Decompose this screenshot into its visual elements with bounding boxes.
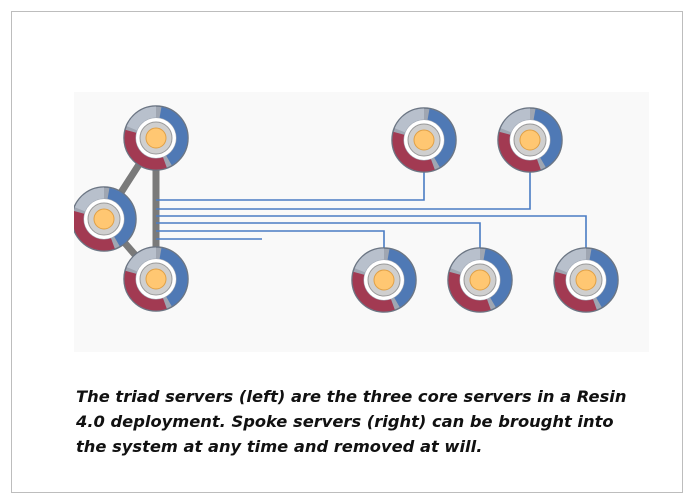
- server-ring-red-segment: [124, 129, 167, 170]
- server-ring-blue-segment: [159, 106, 188, 166]
- server-ring-red-segment: [124, 270, 167, 311]
- server-ring-blue-segment: [589, 248, 618, 308]
- server-core: [519, 129, 541, 151]
- server-core: [145, 127, 167, 149]
- spoke-server-bottom-1: [351, 247, 417, 313]
- server-ring-gray-segment: [556, 248, 587, 273]
- server-ring-red-segment: [74, 210, 115, 251]
- server-ring-red-segment: [448, 271, 491, 312]
- spoke-server-top-2: [497, 107, 563, 173]
- server-core: [145, 268, 167, 290]
- server-ring-blue-segment: [387, 248, 416, 308]
- topology-svg: [74, 105, 619, 313]
- spoke-link-2: [156, 140, 531, 210]
- server-ring-gray-segment: [394, 108, 425, 133]
- server-ring-blue-segment: [107, 187, 136, 247]
- server-ring-red-segment: [554, 271, 597, 312]
- server-ring-red-segment: [392, 131, 435, 172]
- triad-server-top: [123, 105, 189, 171]
- server-ring-blue-segment: [427, 108, 456, 168]
- server-ring-blue-segment: [533, 108, 562, 168]
- figure-caption: The triad servers (left) are the three c…: [76, 387, 627, 456]
- spoke-server-bottom-2: [447, 247, 513, 313]
- server-core: [575, 269, 597, 291]
- server-ring-red-segment: [352, 271, 395, 312]
- server-core: [93, 208, 115, 230]
- figure-frame: The triad servers (left) are the three c…: [11, 11, 683, 493]
- server-ring-gray-segment: [126, 106, 157, 131]
- spoke-server-bottom-3: [553, 247, 619, 313]
- server-ring-gray-segment: [500, 108, 531, 133]
- server-core: [469, 269, 491, 291]
- triad-server-left: [74, 186, 137, 252]
- spoke-server-top-1: [391, 107, 457, 173]
- server-core: [373, 269, 395, 291]
- server-ring-gray-segment: [354, 248, 385, 273]
- server-ring-blue-segment: [483, 248, 512, 308]
- server-nodes: [74, 105, 619, 313]
- topology-diagram: [74, 92, 649, 352]
- server-ring-blue-segment: [159, 247, 188, 307]
- triad-server-bottom: [123, 246, 189, 312]
- server-ring-gray-segment: [126, 247, 157, 272]
- server-ring-gray-segment: [74, 187, 105, 212]
- server-core: [413, 129, 435, 151]
- server-ring-gray-segment: [450, 248, 481, 273]
- spoke-link-1: [156, 140, 425, 201]
- server-ring-red-segment: [498, 131, 541, 172]
